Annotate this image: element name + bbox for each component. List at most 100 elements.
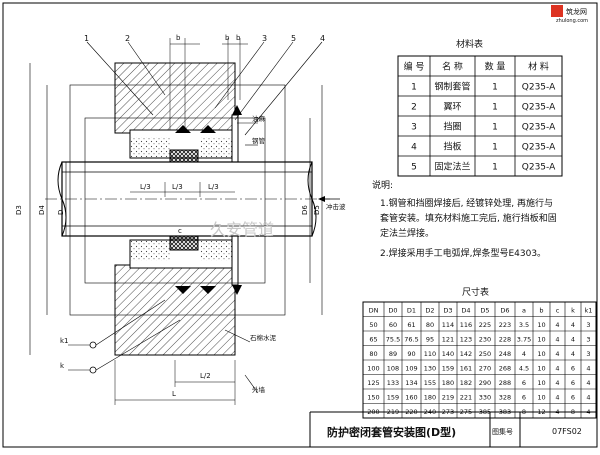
size-cell: 160: [405, 394, 417, 402]
note-line: 2.焊接采用手工电弧焊,焊条型号E4303。: [380, 247, 546, 259]
size-cell: 223: [499, 321, 511, 329]
size-cell: 4: [555, 365, 559, 373]
size-cell: 6: [571, 365, 575, 373]
annotation-shock-wave: 冲击波: [326, 202, 346, 211]
size-cell: 4.5: [519, 365, 529, 373]
size-cell: 4: [571, 321, 575, 329]
size-header-cell: D6: [500, 307, 509, 315]
notes-heading: 说明:: [372, 179, 393, 191]
drawing-labels: 1 2 3 5 4 b b b c L/3 L/3 L/3 L/2 L D3 D…: [15, 34, 346, 398]
size-cell: 150: [367, 394, 379, 402]
site-watermark: 筑龙网 zhulong.com: [551, 5, 588, 24]
size-cell: 3: [586, 321, 590, 329]
dim-label: b: [225, 34, 230, 42]
dim-label: k: [60, 362, 65, 370]
atlas-number: 07FS02: [552, 427, 582, 436]
size-header-cell: D4: [461, 307, 470, 315]
size-cell: 182: [460, 379, 472, 387]
part-label: 4: [320, 34, 325, 43]
materials-cell: 1: [492, 163, 498, 173]
dim-label: L/2: [200, 372, 211, 380]
dim-label: b: [236, 34, 241, 42]
materials-cell: Q235-A: [522, 103, 556, 113]
materials-cell: 1: [492, 143, 498, 153]
size-cell: 159: [442, 365, 454, 373]
size-header-cell: c: [556, 307, 560, 315]
size-cell: 89: [389, 350, 397, 358]
size-cell: 4: [555, 350, 559, 358]
size-header-cell: D0: [388, 307, 397, 315]
size-cell: 270: [479, 365, 491, 373]
size-cell: 134: [405, 379, 417, 387]
size-cell: 248: [499, 350, 511, 358]
size-cell: 130: [424, 365, 436, 373]
size-cell: 6: [522, 379, 526, 387]
size-cell: 90: [407, 350, 415, 358]
size-cell: 10: [537, 350, 545, 358]
callout-dot-k: [89, 366, 97, 374]
dim-label: D3: [15, 205, 23, 215]
size-cell: 219: [442, 394, 454, 402]
note-line: 套管安装。填充材料施工完后, 施行挡板和固: [380, 212, 557, 224]
callout-dot-k1: [89, 341, 97, 349]
brand-name: 筑龙网: [566, 7, 587, 16]
size-cell: 330: [479, 394, 491, 402]
wall-lower: [114, 264, 236, 356]
part-label: 2: [125, 34, 130, 43]
weld-mark: [175, 286, 191, 294]
size-cell: 10: [537, 365, 545, 373]
size-header-cell: D2: [425, 307, 434, 315]
materials-cell: 2: [411, 103, 417, 113]
materials-cell: Q235-A: [522, 123, 556, 133]
size-header-cell: D1: [407, 307, 416, 315]
size-cell: 328: [499, 394, 511, 402]
note-line: 定法兰焊接。: [380, 227, 434, 239]
size-cell: 121: [442, 336, 454, 344]
part-label: 1: [84, 34, 89, 43]
materials-header-cell: 数 量: [485, 61, 506, 73]
materials-cell: 5: [411, 163, 417, 173]
size-cell: 3: [586, 336, 590, 344]
weld-mark: [232, 285, 242, 295]
size-cell: 180: [424, 394, 436, 402]
size-cell: 60: [389, 321, 397, 329]
size-cell: 4: [586, 365, 590, 373]
size-cell: 123: [460, 336, 472, 344]
size-cell: 100: [367, 365, 379, 373]
size-cell: 114: [442, 321, 454, 329]
dim-label: b: [176, 34, 181, 42]
size-cell: 3: [586, 350, 590, 358]
size-cell: 228: [499, 336, 511, 344]
materials-cell: Q235-A: [522, 143, 556, 153]
size-cell: 10: [537, 394, 545, 402]
size-cell: 75.5: [386, 336, 400, 344]
materials-cell: 1: [411, 83, 417, 93]
size-cell: 159: [387, 394, 399, 402]
size-cell: 10: [537, 321, 545, 329]
size-header-cell: k1: [585, 307, 593, 315]
size-cell: 230: [479, 336, 491, 344]
materials-cell: Q235-A: [522, 83, 556, 93]
size-cell: 4: [586, 379, 590, 387]
materials-header-cell: 名 称: [442, 61, 463, 73]
materials-cell: 翼环: [443, 102, 461, 113]
size-cell: 3.75: [517, 336, 531, 344]
size-cell: 110: [424, 350, 436, 358]
annotation-steel-pipe: 钢管: [252, 136, 266, 145]
sleeve-section-drawing: [29, 38, 340, 405]
size-cell: 225: [479, 321, 491, 329]
size-header-cell: D3: [443, 307, 452, 315]
materials-cell: Q235-A: [522, 163, 556, 173]
size-cell: 180: [442, 379, 454, 387]
materials-cell: 挡板: [443, 141, 461, 153]
dim-label: D5: [313, 205, 321, 215]
dim-label: D6: [301, 205, 309, 215]
size-header-cell: k: [571, 307, 575, 315]
size-cell: 268: [499, 365, 511, 373]
size-cell: 10: [537, 379, 545, 387]
brand-url: zhulong.com: [556, 18, 588, 24]
size-header-cell: DN: [369, 307, 379, 315]
title-block: 防护密闭套管安装图(D型) 图集号 07FS02: [309, 411, 597, 447]
materials-cell: 4: [411, 143, 417, 153]
